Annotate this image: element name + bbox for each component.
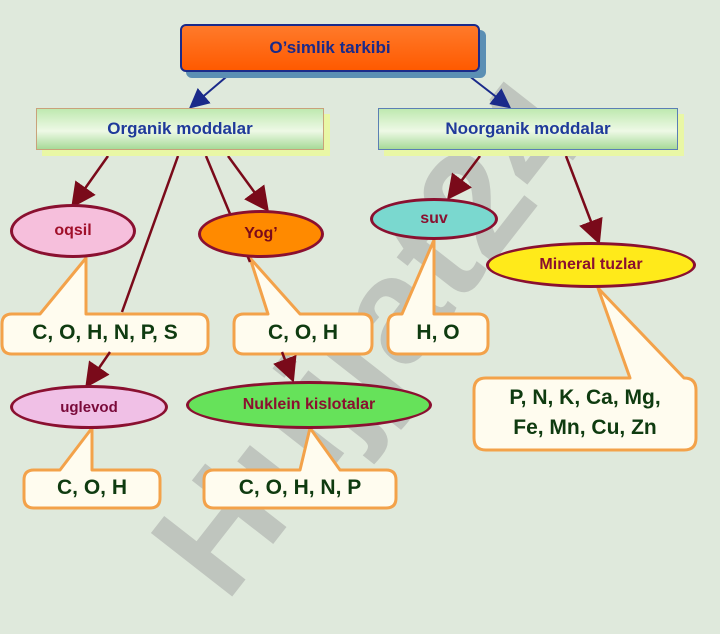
callout-bubble-uglevod <box>22 426 162 510</box>
diagram-canvas: Hujjat24 <box>0 24 698 624</box>
callout-oqsil-elements: C, O, H, N, P, S <box>32 321 178 344</box>
node-mineral-tuzlar: Mineral tuzlar <box>486 242 696 288</box>
arrow-organic-oqsil <box>71 155 110 209</box>
arrow-title-organic <box>188 71 233 109</box>
line-organic-uglevod-upper <box>120 155 180 313</box>
root-node-title: O’simlik tarkibi <box>180 24 480 72</box>
callout-bubble-oqsil <box>0 256 210 356</box>
category-organic: Organik moddalar <box>36 108 324 150</box>
node-suv: suv <box>370 198 498 240</box>
arrow-title-inorganic <box>463 71 512 109</box>
category-inorganic: Noorganik moddalar <box>378 108 678 150</box>
node-oqsil: oqsil <box>10 204 136 258</box>
callout-mineral-line-2: Fe, Mn, Cu, Zn <box>513 416 657 439</box>
callout-mineral-line-1: P, N, K, Ca, Mg, <box>509 386 661 409</box>
callout-nuklein-elements: C, O, H, N, P <box>238 476 362 499</box>
diagram-connectors <box>0 71 698 510</box>
arrow-inorganic-suv <box>447 155 481 200</box>
callout-suv-elements: H, O <box>416 321 460 344</box>
arrow-organic-uglevod <box>85 351 112 389</box>
callout-uglevod-elements: C, O, H <box>56 476 127 499</box>
arrow-inorganic-mineral <box>564 155 603 245</box>
callout-mineral-elements: P, N, K, Ca, Mg, Fe, Mn, Cu, Zn <box>474 376 696 450</box>
arrow-organic-yog <box>226 155 269 213</box>
callout-yog-elements: C, O, H <box>267 321 338 344</box>
callout-bubble-mineral <box>472 286 698 452</box>
node-uglevod: uglevod <box>10 385 168 429</box>
node-nuklein-kislotalar: Nuklein kislotalar <box>186 381 432 429</box>
arrow-organic-nuklein <box>273 351 297 383</box>
callout-bubble-suv <box>386 238 490 356</box>
callout-bubble-yog <box>232 256 374 356</box>
node-yog: Yog’ <box>198 210 324 258</box>
callout-bubble-nuklein <box>202 426 398 510</box>
